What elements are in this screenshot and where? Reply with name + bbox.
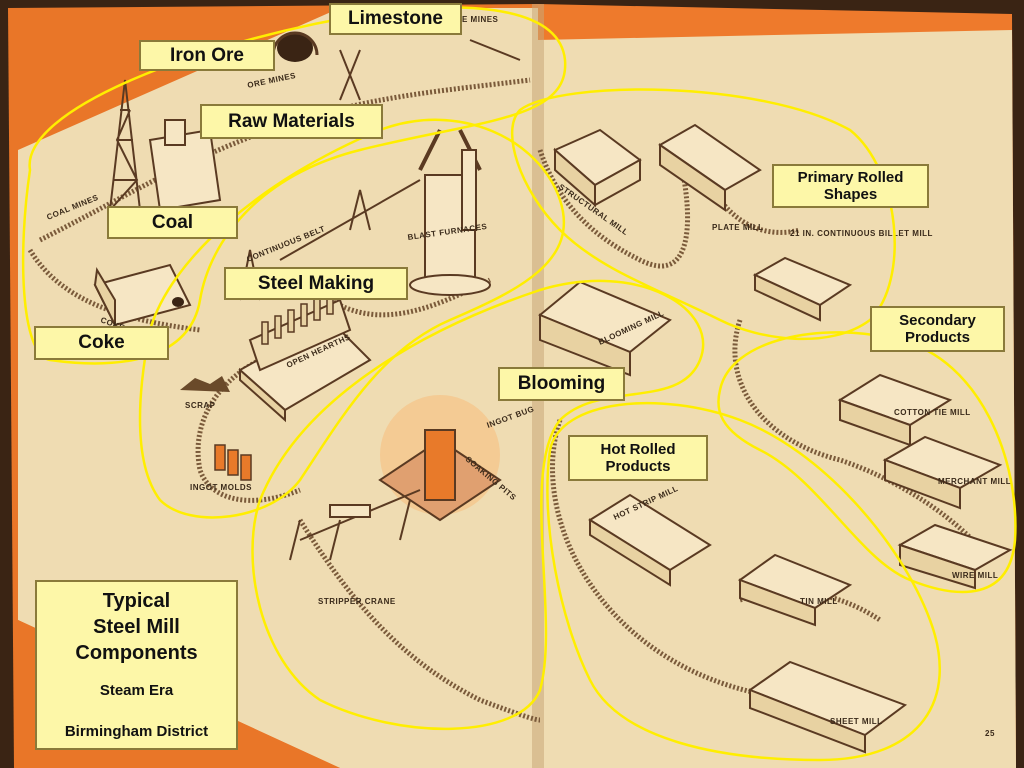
outline-raw-materials — [21, 6, 567, 365]
label-coal: Coal — [107, 206, 238, 239]
page-number: 25 — [985, 729, 995, 738]
title-line-1: Typical — [102, 590, 171, 612]
tin-mill-building — [737, 553, 853, 627]
blast-furnace — [409, 129, 491, 296]
label-blooming: Blooming — [498, 367, 625, 401]
wire-mill-building — [897, 523, 1013, 590]
label-coke: Coke — [34, 326, 169, 360]
ingot-molds — [214, 444, 252, 481]
text-scrap: SCRAP — [185, 401, 216, 410]
billet-mill-building — [752, 256, 853, 322]
limestone-trestle — [339, 39, 521, 101]
subtitle-steam-era: Steam Era — [99, 682, 174, 699]
title-line-2: Steel Mill — [93, 616, 180, 638]
merchant-mill-building — [882, 435, 1003, 510]
coke-oven — [93, 263, 192, 327]
tipple-building — [148, 119, 222, 212]
text-mines-top: E MINES — [462, 15, 499, 24]
outline-blooming — [251, 279, 705, 731]
subtitle-district: Birmingham District — [64, 723, 209, 740]
label-primary-rolled-shapes: Primary Rolled Shapes — [772, 164, 929, 208]
scrap-pile — [180, 376, 230, 392]
open-hearth-building — [238, 291, 372, 423]
text-stripper-crane: STRIPPER CRANE — [318, 597, 396, 606]
stripper-crane — [289, 489, 421, 561]
outline-secondary-products — [717, 331, 1017, 594]
text-tin-mill: TIN MILL — [800, 597, 838, 606]
group-outlines — [21, 6, 1017, 762]
hot-strip-mill-building — [588, 493, 712, 587]
coal-mine-tower — [109, 79, 141, 211]
label-iron-ore: Iron Ore — [139, 40, 275, 71]
text-sheet-mill: SHEET MILL — [830, 717, 883, 726]
title-line-3: Components — [75, 642, 198, 664]
title-box: Typical Steel Mill Components Steam Era … — [35, 580, 238, 750]
outline-hot-rolled — [546, 401, 941, 762]
label-raw-materials: Raw Materials — [200, 104, 383, 139]
label-limestone: Limestone — [329, 3, 462, 35]
soaking-pits — [378, 395, 502, 522]
label-secondary-products: Secondary Products — [870, 306, 1005, 352]
text-wire-mill: WIRE MILL — [952, 571, 998, 580]
text-plate-mill: PLATE MILL — [712, 223, 764, 232]
text-cotton-tie-mill: COTTON TIE MILL — [894, 408, 971, 417]
label-hot-rolled-products: Hot Rolled Products — [568, 435, 708, 481]
structural-mill-building — [553, 128, 642, 208]
text-merchant-mill: MERCHANT MILL — [938, 477, 1011, 486]
plate-mill-building — [658, 123, 762, 212]
text-billet-mill: 21 IN. CONTINUOUS BILLET MILL — [790, 229, 933, 238]
outline-steel-making — [138, 118, 566, 519]
blooming-mill-building — [538, 280, 672, 377]
text-ingot-molds: INGOT MOLDS — [190, 483, 252, 492]
sheet-mill-building — [747, 660, 908, 754]
cotton-tie-mill-building — [837, 373, 953, 447]
label-steel-making: Steel Making — [224, 267, 408, 300]
